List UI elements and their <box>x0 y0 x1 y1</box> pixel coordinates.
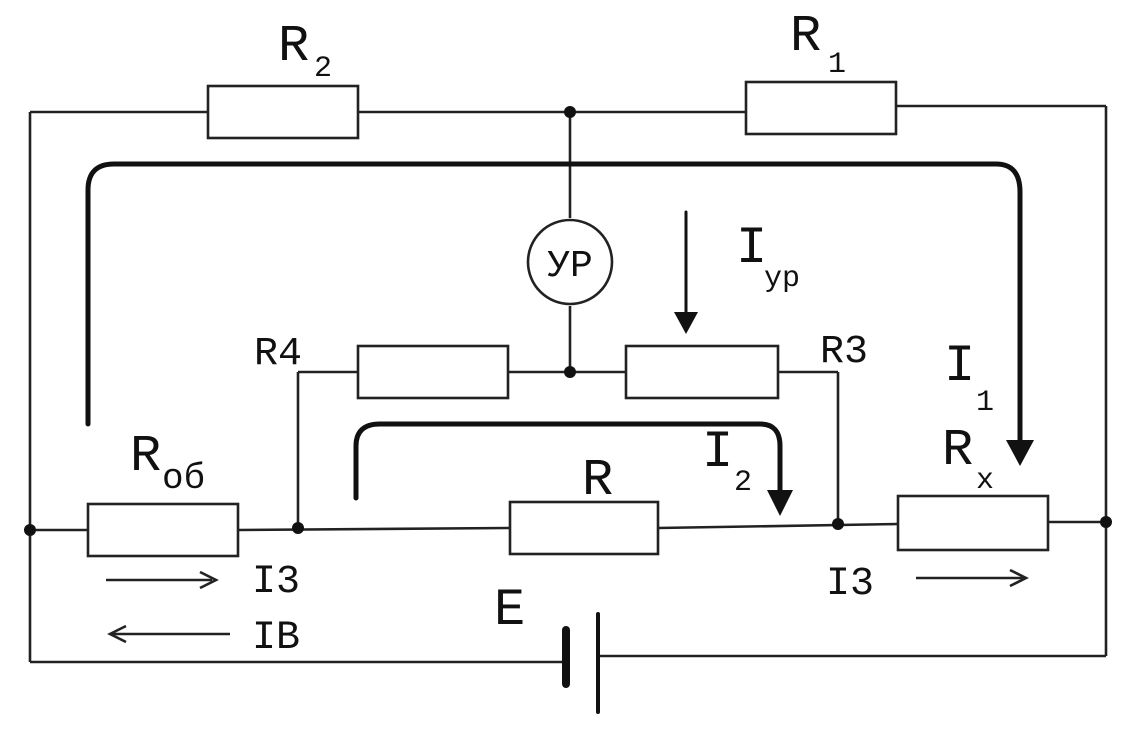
label-rob-sub: об <box>162 458 205 499</box>
label-iur-sub: ур <box>764 262 800 296</box>
node-right <box>1100 516 1112 528</box>
resistor-r3 <box>624 344 780 400</box>
resistor-r <box>508 500 660 556</box>
arrow-head-i3-right <box>1009 568 1029 588</box>
arrow-head-ib <box>107 624 127 644</box>
label-r1: R <box>790 7 821 66</box>
label-iur: I <box>736 219 767 278</box>
arrow-head-i2 <box>767 490 793 516</box>
label-r4: R4 <box>254 332 302 377</box>
node-left <box>24 524 36 536</box>
resistor-rx <box>896 494 1050 552</box>
label-r2: R <box>278 17 309 76</box>
loop-i1-path <box>85 161 1023 443</box>
label-i3-right: I3 <box>826 562 874 607</box>
arrow-head-iur <box>674 312 698 334</box>
resistor-r4 <box>356 344 510 400</box>
loop-i2-path <box>353 421 783 501</box>
node-mid-center <box>564 366 576 378</box>
label-ib: IB <box>252 616 300 661</box>
resistor-r2 <box>206 84 360 140</box>
resistor-rob <box>86 502 240 558</box>
label-i2: I <box>702 423 733 482</box>
label-r: R <box>582 451 613 510</box>
label-r3: R3 <box>820 330 868 375</box>
galvanometer-circle <box>526 218 614 306</box>
node-r3-junction <box>832 518 844 530</box>
resistor-r1 <box>744 80 898 136</box>
label-e: E <box>494 581 525 640</box>
node-r4-junction <box>292 522 304 534</box>
label-r1-sub: 1 <box>828 48 846 82</box>
label-ur: УР <box>547 245 593 288</box>
label-rob: R <box>130 427 161 486</box>
label-i3-left: I3 <box>252 560 300 605</box>
arrow-head-i3-left <box>199 570 219 590</box>
label-r2-sub: 2 <box>314 52 332 86</box>
wires <box>28 104 1108 664</box>
battery-e <box>562 612 600 714</box>
node-top-center <box>564 106 576 118</box>
label-i2-sub: 2 <box>734 466 752 500</box>
label-i1: I <box>944 337 975 396</box>
label-rx: R <box>942 421 973 480</box>
label-rx-sub: x <box>976 464 994 498</box>
arrow-head-i1 <box>1006 440 1034 466</box>
label-i1-sub: 1 <box>976 386 994 420</box>
